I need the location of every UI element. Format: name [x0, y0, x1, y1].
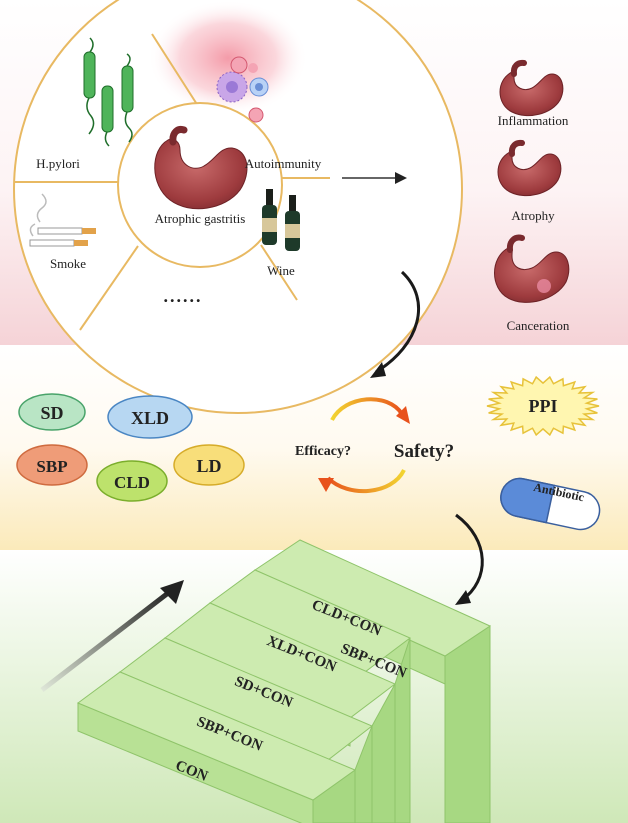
- medicine-label-xld: XLD: [131, 408, 169, 428]
- efficacy-question: Efficacy?: [295, 444, 351, 459]
- medicine-label-cld: CLD: [114, 473, 150, 492]
- medicine-label-sd: SD: [40, 403, 63, 423]
- segment-label-more: ......: [164, 286, 203, 306]
- bacteria-icon: [83, 37, 134, 147]
- segment-label-smoke: Smoke: [50, 256, 86, 271]
- center-label: Atrophic gastritis: [155, 211, 246, 226]
- medicine-ellipse-cld: [96, 460, 168, 502]
- curved-arrow-down: [375, 270, 420, 374]
- step-tread-0: [76, 671, 357, 801]
- chinese-medicine-group: SD XLD SBP CLD LD: [16, 393, 245, 502]
- segment-label-wine: Wine: [267, 263, 295, 278]
- ppi-label: PPI: [529, 396, 558, 416]
- step-side-5: [444, 625, 491, 823]
- antibiotic-capsule-icon: [500, 477, 601, 531]
- stage-label-canceration: Canceration: [507, 318, 570, 333]
- medicine-ellipse-sd: [18, 393, 86, 431]
- medicine-ellipse-xld: [107, 395, 193, 439]
- medicine-ellipse-ld: [173, 444, 245, 486]
- ppi-starburst-icon: [486, 375, 600, 437]
- cigarettes-icon: [29, 193, 96, 247]
- atrophy-stomach-icon: [497, 139, 562, 196]
- medicine-ellipse-sbp: [16, 444, 88, 486]
- cycle-arrows: [318, 397, 410, 494]
- improvement-arrow: [40, 588, 174, 692]
- curved-arrow-steps: [455, 513, 484, 602]
- medicine-label-sbp: SBP: [36, 457, 67, 476]
- medicine-label-ld: LD: [196, 456, 221, 476]
- center-stomach-icon: [154, 126, 248, 210]
- segment-label-hpylori: H.pylori: [36, 156, 80, 171]
- canceration-stomach-icon: [494, 234, 570, 303]
- inflammation-stomach-icon: [499, 59, 564, 116]
- stage-label-atrophy: Atrophy: [511, 208, 555, 223]
- stage-label-inflammation: Inflammation: [498, 113, 569, 128]
- immune-cells-icon: [216, 56, 269, 123]
- segment-label-autoimmunity: Autoimmunity: [245, 156, 322, 171]
- wine-bottles-icon: [262, 189, 300, 251]
- safety-question: Safety?: [394, 441, 454, 462]
